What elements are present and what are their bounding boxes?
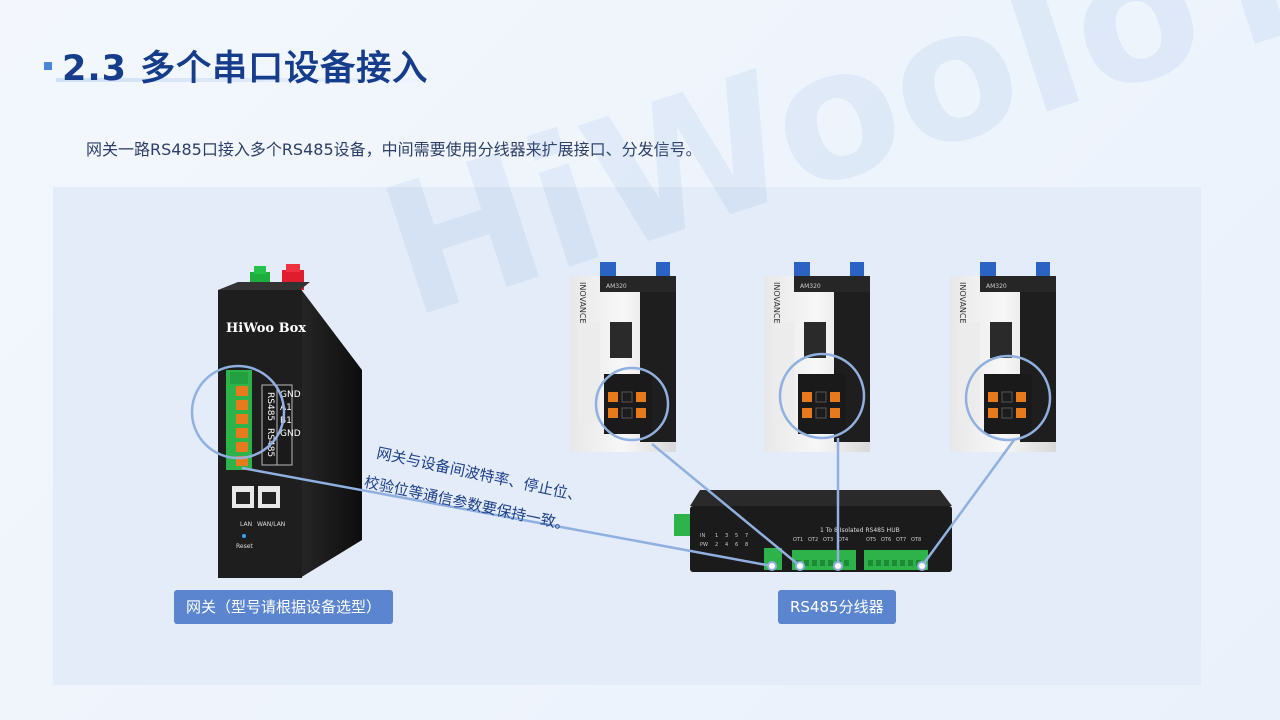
page-subtitle: 网关一路RS485口接入多个RS485设备，中间需要使用分线器来扩展接口、分发信… xyxy=(86,140,702,159)
line-plc1-to-hub xyxy=(651,443,801,567)
connector-dots xyxy=(767,561,927,571)
port-label-gnd-1: GND xyxy=(280,390,301,400)
rs485-hub: 1 To 8 Isolated RS485 HUB IN 1 3 5 7 OT1… xyxy=(674,490,952,572)
page-title: 2.3 多个串口设备接入 xyxy=(62,49,429,89)
lan-label: LAN xyxy=(240,521,252,528)
hub-label-ot6: OT6 xyxy=(881,537,891,543)
hub-label-6: 6 xyxy=(735,542,738,548)
hub-label-pw: PW xyxy=(700,542,708,548)
plc-brand-3: INOVANCE xyxy=(958,282,967,324)
gateway-terminal-block xyxy=(226,370,252,470)
hub-label-ot4: OT4 xyxy=(838,537,848,543)
hub-label-2: 2 xyxy=(715,542,718,548)
reset-label: Reset xyxy=(236,543,253,550)
plc-device-3: INOVANCE AM320 xyxy=(950,262,1056,452)
port-label-strip: RS485 RS485 GND A1 B1 GND xyxy=(261,384,301,466)
hub-label-7: 7 xyxy=(745,533,748,539)
hub-label-ot2: OT2 xyxy=(808,537,818,543)
port-label-rs485-b: RS485 xyxy=(265,428,275,457)
port-label-a1: A1 xyxy=(280,403,292,413)
hub-label-8: 8 xyxy=(745,542,748,548)
plc-brand-2: INOVANCE xyxy=(772,282,781,324)
plc-brand-1: INOVANCE xyxy=(578,282,587,324)
hub-label-ot3: OT3 xyxy=(823,537,833,543)
line-gateway-to-hub xyxy=(241,466,773,568)
wan-label: WAN/LAN xyxy=(257,521,285,528)
gateway-lan-ports: LAN WAN/LAN Reset xyxy=(232,486,285,550)
port-label-gnd-2: GND xyxy=(280,429,301,439)
gateway-zoom-circle xyxy=(190,364,286,460)
gateway-caption: 网关（型号请根据设备选型） xyxy=(174,590,394,624)
line-plc3-to-hub xyxy=(920,439,1016,567)
hub-label-ot8: OT8 xyxy=(911,537,921,543)
hub-name: 1 To 8 Isolated RS485 HUB xyxy=(820,527,900,534)
gateway-brand: HiWoo Box xyxy=(226,321,306,336)
plc-device-1: INOVANCE AM320 xyxy=(570,262,676,452)
hub-label-in: IN xyxy=(700,533,705,539)
hub-label-ot7: OT7 xyxy=(896,537,906,543)
plc-device-2: INOVANCE AM320 xyxy=(764,262,870,452)
gateway-side xyxy=(300,288,362,578)
connector-lines xyxy=(241,438,1016,568)
title-underline xyxy=(56,78,436,82)
gateway-device: HiWoo Box RS485 RS485 GND A1 B1 GND xyxy=(190,264,362,578)
hub-label-ot1: OT1 xyxy=(793,537,803,543)
hub-label-5: 5 xyxy=(735,533,738,539)
hub-caption: RS485分线器 xyxy=(778,590,896,624)
hub-label-4: 4 xyxy=(725,542,728,548)
plc-model-3: AM320 xyxy=(986,283,1007,290)
hub-label-1: 1 xyxy=(715,533,718,539)
plc-model-2: AM320 xyxy=(800,283,821,290)
plc-model-1: AM320 xyxy=(606,283,627,290)
title-marker xyxy=(44,62,52,70)
hub-label-3: 3 xyxy=(725,533,728,539)
port-label-rs485-a: RS485 xyxy=(265,392,275,421)
hub-label-ot5: OT5 xyxy=(866,537,876,543)
port-label-b1: B1 xyxy=(280,416,292,426)
